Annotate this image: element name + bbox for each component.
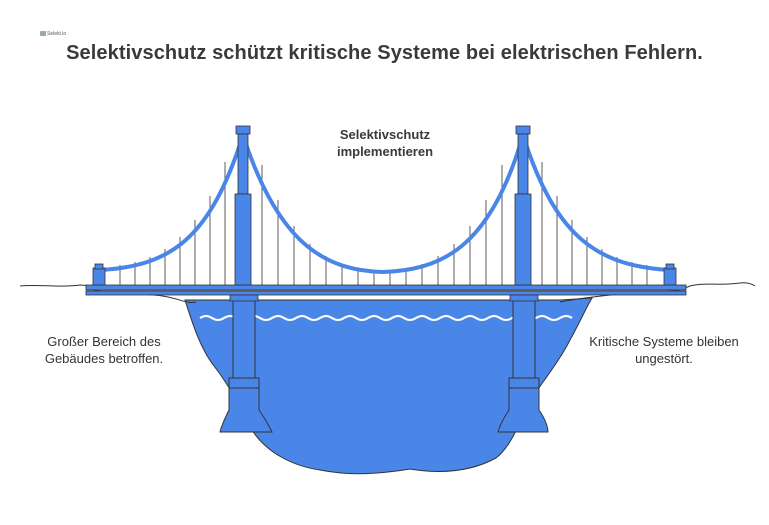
bridge-deck: [85, 284, 687, 296]
tower-right: [509, 125, 539, 302]
main-cables: [98, 133, 672, 275]
anchor-left: [92, 263, 106, 286]
logo-icon: [40, 31, 46, 37]
page-title: Selektivschutz schützt kritische Systeme…: [66, 42, 703, 64]
tower-left: [229, 125, 259, 302]
anchor-right: [663, 263, 677, 286]
brand-logo: Selekt.io: [40, 31, 66, 37]
center-label: Selektivschutz implementieren: [336, 127, 434, 159]
right-label: Kritische Systeme bleiben ungestört.: [589, 334, 739, 366]
pier-left: [219, 299, 273, 433]
logo-text: Selekt.io: [47, 31, 67, 37]
water-surface: [199, 315, 573, 321]
left-label: Großer Bereich des Gebäudes betroffen.: [44, 334, 164, 366]
pier-right: [497, 299, 549, 433]
